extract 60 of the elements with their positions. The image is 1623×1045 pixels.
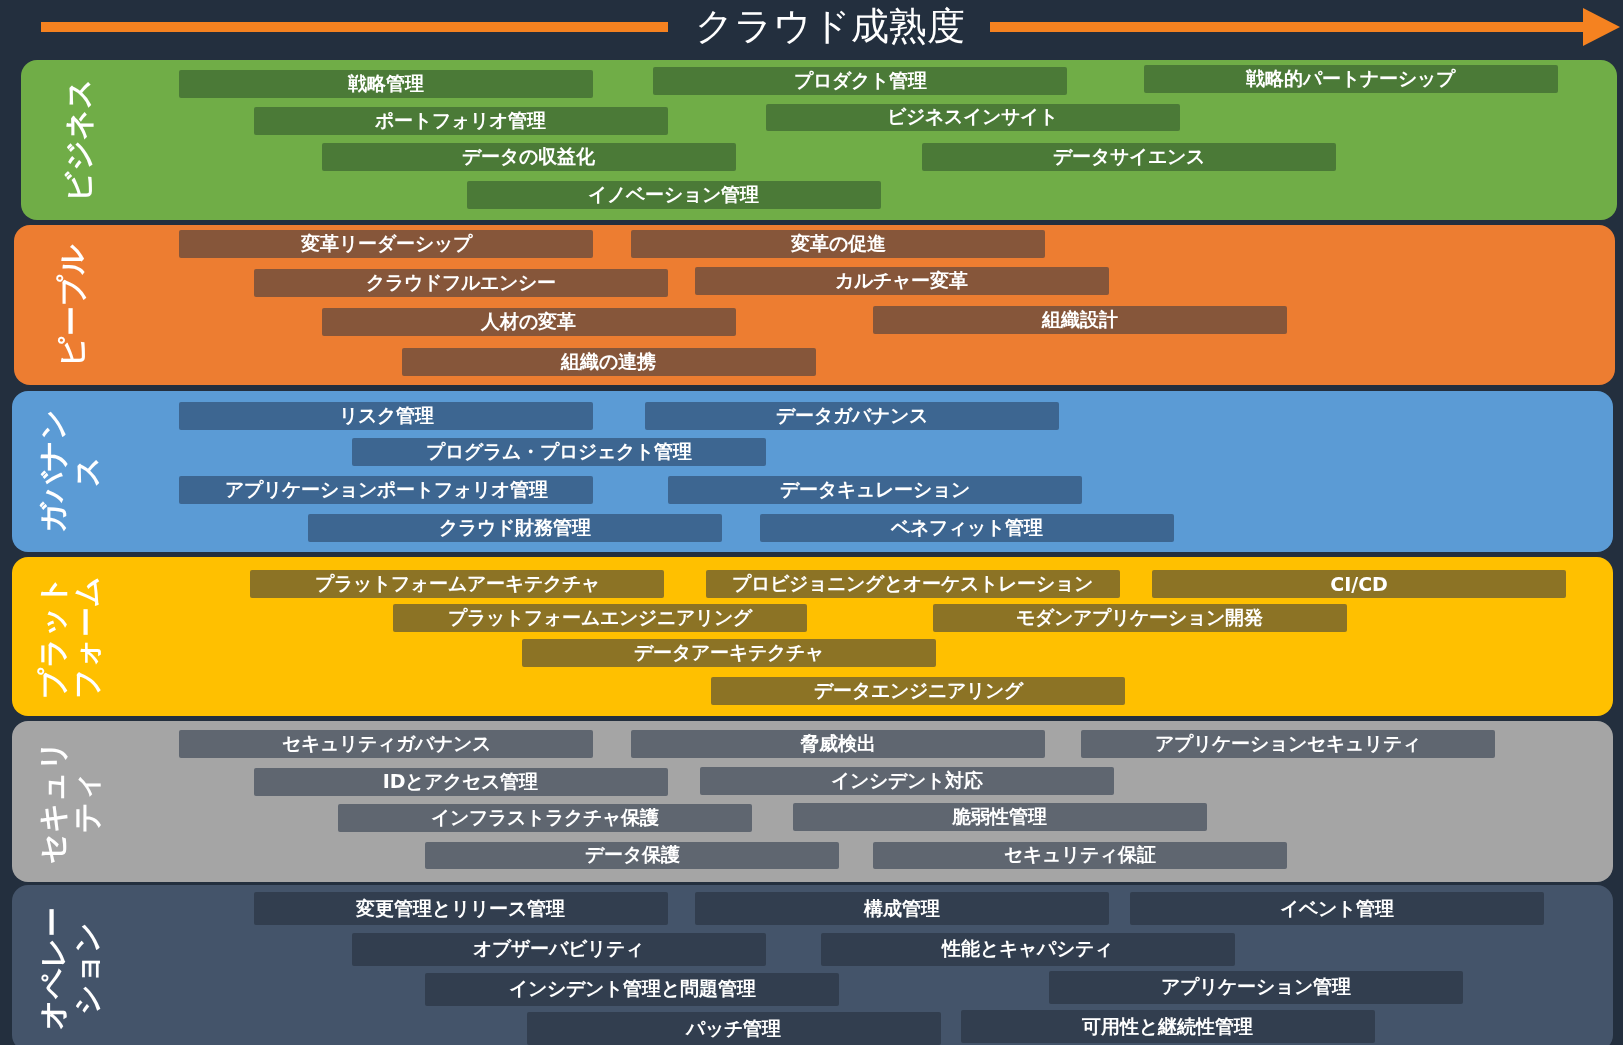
- band-heading: ガバナンス: [34, 408, 106, 536]
- capability-box: プラットフォームエンジニアリング: [393, 604, 808, 633]
- band-heading: ビジネス: [59, 77, 97, 205]
- category-band: [12, 391, 1613, 552]
- capability-box: プロビジョニングとオーケストレーション: [705, 570, 1120, 599]
- category-band: [12, 721, 1613, 882]
- capability-box: セキュリティガバナンス: [179, 729, 594, 758]
- capability-box: インシデント管理と問題管理: [425, 972, 840, 1006]
- category-band: [20, 60, 1617, 221]
- title: クラウド成熟度: [694, 3, 966, 50]
- capability-box: データガバナンス: [644, 401, 1059, 430]
- capability-box: アプリケーションポートフォリオ管理: [179, 476, 594, 505]
- capability-box: モダンアプリケーション開発: [932, 604, 1347, 633]
- capability-box: パッチ管理: [526, 1012, 941, 1045]
- capability-box: IDとアクセス管理: [253, 768, 668, 796]
- band-heading: セキュリティ: [34, 738, 106, 866]
- capability-box: 脆弱性管理: [792, 803, 1207, 832]
- capability-box: イノベーション管理: [466, 181, 881, 210]
- capability-box: 脅威検出: [631, 729, 1046, 758]
- capability-box: CI/CD: [1152, 570, 1567, 599]
- band-heading: オペレーション: [34, 905, 106, 1032]
- capability-box: ビジネスインサイト: [765, 103, 1180, 132]
- capability-box: 変革リーダーシップ: [179, 229, 594, 258]
- capability-box: 人材の変革: [321, 308, 736, 337]
- capability-box: 構成管理: [694, 892, 1109, 926]
- capability-box: インシデント対応: [699, 766, 1114, 795]
- capability-box: プラットフォームアーキテクチャ: [250, 570, 665, 599]
- capability-box: 可用性と継続性管理: [960, 1010, 1375, 1044]
- capability-box: アプリケーションセキュリティ: [1080, 729, 1495, 758]
- capability-box: 戦略的パートナーシップ: [1143, 65, 1558, 94]
- capability-box: クラウド財務管理: [308, 514, 723, 543]
- capability-box: セキュリティ保証: [872, 841, 1287, 870]
- capability-box: 変更管理とリリース管理: [253, 892, 668, 926]
- capability-box: プログラム・プロジェクト管理: [351, 437, 766, 466]
- capability-box: データエンジニアリング: [711, 676, 1126, 705]
- band-heading: プラットフォーム: [34, 573, 106, 701]
- band-heading: ピープル: [53, 242, 91, 369]
- capability-box: リスク管理: [179, 401, 594, 430]
- capability-box: データの収益化: [321, 142, 736, 171]
- capability-box: 組織設計: [872, 306, 1287, 335]
- capability-box: オブザーバビリティ: [351, 932, 766, 966]
- capability-box: カルチャー変革: [694, 267, 1109, 295]
- capability-box: アプリケーション管理: [1048, 970, 1463, 1004]
- capability-box: インフラストラクチャ保護: [338, 804, 753, 833]
- capability-box: 性能とキャパシティ: [820, 932, 1235, 966]
- capability-box: 変革の促進: [631, 229, 1046, 258]
- capability-box: データ保護: [425, 841, 840, 870]
- category-band: [12, 556, 1613, 717]
- capability-box: データアーキテクチャ: [521, 638, 936, 667]
- capability-box: クラウドフルエンシー: [253, 269, 668, 298]
- capability-box: データキュレーション: [667, 476, 1082, 505]
- capability-box: プロダクト管理: [653, 67, 1068, 96]
- capability-box: 組織の連携: [401, 347, 816, 376]
- category-band: [14, 224, 1615, 386]
- capability-box: イベント管理: [1130, 892, 1545, 926]
- capability-box: データサイエンス: [922, 142, 1337, 171]
- capability-box: ポートフォリオ管理: [253, 106, 668, 135]
- capability-box: ベネフィット管理: [759, 514, 1174, 543]
- category-band: [12, 885, 1613, 1045]
- capability-box: 戦略管理: [179, 70, 594, 99]
